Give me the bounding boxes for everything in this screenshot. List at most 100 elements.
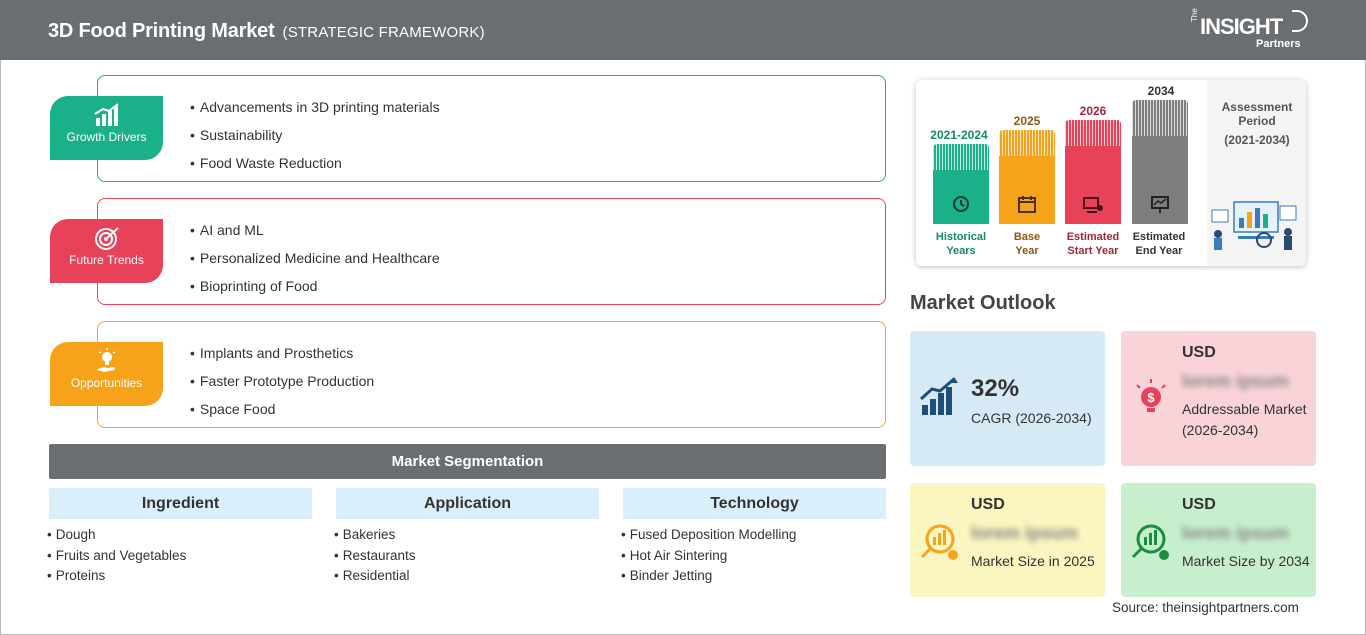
list-item: Proteins bbox=[47, 566, 186, 587]
lightbulb-hand-icon bbox=[96, 348, 115, 372]
cagr-value: 32% bbox=[971, 375, 1020, 402]
year-bar-start bbox=[1065, 120, 1121, 224]
future-trends-list: AI and ML Personalized Medicine and Heal… bbox=[190, 216, 440, 300]
list-item: Binder Jetting bbox=[621, 566, 796, 587]
presentation-chart-icon bbox=[1151, 196, 1169, 213]
segment-heading-application: Application bbox=[336, 488, 599, 519]
year-label-historical: 2021-2024 bbox=[930, 128, 988, 142]
cagr-label: CAGR (2026-2034) bbox=[971, 410, 1092, 426]
future-trends-badge: Future Trends bbox=[50, 219, 163, 283]
obscured-value: lorem ipsum bbox=[1182, 523, 1290, 543]
insight-partners-logo: The INSIGHT Partners bbox=[1190, 8, 1310, 54]
segment-list-ingredient: Dough Fruits and Vegetables Proteins bbox=[47, 525, 187, 587]
analytics-people-illustration bbox=[1211, 201, 1297, 250]
caption-line: Historical bbox=[935, 231, 987, 243]
year-label-base: 2025 bbox=[1013, 114, 1041, 128]
history-clock-icon bbox=[953, 196, 969, 212]
list-item: Food Waste Reduction bbox=[190, 149, 440, 177]
assessment-period-title: Assessment Period bbox=[1221, 100, 1293, 128]
coin-chart-icon bbox=[1131, 524, 1169, 560]
logo-arc bbox=[1292, 10, 1308, 32]
opportunities-badge: Opportunities bbox=[50, 342, 163, 406]
badge-label: Opportunities bbox=[70, 376, 143, 390]
caption-line: Estimated bbox=[1066, 231, 1120, 243]
badge-label: Growth Drivers bbox=[66, 130, 147, 144]
target-icon bbox=[94, 227, 119, 250]
obscured-value: lorem ipsum bbox=[971, 523, 1079, 543]
list-item: Faster Prototype Production bbox=[190, 367, 374, 395]
segment-heading-technology: Technology bbox=[623, 488, 886, 519]
list-item: AI and ML bbox=[190, 216, 440, 244]
card-description: Addressable Market (2026-2034) bbox=[1182, 401, 1307, 438]
page-title: 3D Food Printing Market (STRATEGIC FRAMEW… bbox=[48, 20, 485, 43]
cagr-card: 32% CAGR (2026-2034) bbox=[910, 331, 1105, 466]
currency-label: USD bbox=[971, 496, 1005, 513]
page-title-text: 3D Food Printing Market bbox=[48, 20, 275, 42]
future-trends-box: AI and ML Personalized Medicine and Heal… bbox=[97, 198, 886, 305]
svg-text:$: $ bbox=[1147, 390, 1155, 405]
growth-drivers-list: Advancements in 3D printing materials Su… bbox=[190, 93, 440, 177]
caption-line: Start Year bbox=[1067, 245, 1119, 257]
caption-line: Years bbox=[946, 245, 976, 257]
bar-stripes bbox=[1132, 100, 1188, 136]
logo-sub: Partners bbox=[1256, 38, 1301, 50]
segment-list-technology: Fused Deposition Modelling Hot Air Sinte… bbox=[621, 525, 797, 587]
list-item: Sustainability bbox=[190, 121, 440, 149]
year-bar-end bbox=[1132, 100, 1188, 224]
assessment-period-range: (2021-2034) bbox=[1224, 133, 1290, 147]
list-item: Advancements in 3D printing materials bbox=[190, 93, 440, 121]
bar-stripes bbox=[933, 144, 989, 170]
year-label-end: 2034 bbox=[1147, 84, 1175, 98]
currency-label: USD bbox=[1182, 496, 1216, 513]
addressable-market-card: $ USD lorem ipsum Addressable Market (20… bbox=[1121, 331, 1316, 466]
growth-drivers-badge: Growth Drivers bbox=[50, 96, 163, 160]
logo-the: The bbox=[1190, 8, 1199, 22]
source-credit: Source: theinsightpartners.com bbox=[1112, 600, 1299, 615]
segment-list-application: Bakeries Restaurants Residential bbox=[334, 525, 416, 587]
obscured-value: lorem ipsum bbox=[1182, 371, 1290, 391]
calendar-icon bbox=[1018, 196, 1036, 213]
opportunities-list: Implants and Prosthetics Faster Prototyp… bbox=[190, 339, 374, 423]
header-bar: 3D Food Printing Market (STRATEGIC FRAMEW… bbox=[0, 0, 1366, 60]
currency-label: USD bbox=[1182, 344, 1216, 361]
list-item: Space Food bbox=[190, 395, 374, 423]
growth-chart-icon bbox=[93, 103, 119, 126]
segment-heading-ingredient: Ingredient bbox=[49, 488, 312, 519]
caption-line: End Year bbox=[1135, 245, 1183, 257]
list-item: Hot Air Sintering bbox=[621, 546, 796, 567]
idea-dollar-icon: $ bbox=[1136, 379, 1166, 412]
bar-stripes bbox=[1065, 120, 1121, 146]
list-item: Fused Deposition Modelling bbox=[621, 525, 797, 546]
year-bar-base bbox=[999, 130, 1055, 224]
list-item: Implants and Prosthetics bbox=[190, 339, 374, 367]
list-item: Bakeries bbox=[334, 525, 416, 546]
list-item: Bioprinting of Food bbox=[190, 272, 440, 300]
list-item: Dough bbox=[47, 525, 186, 546]
year-bar-historical bbox=[933, 144, 989, 224]
caption-line: Base bbox=[1013, 231, 1041, 243]
list-item: Personalized Medicine and Healthcare bbox=[190, 244, 440, 272]
card-description: Market Size by 2034 bbox=[1182, 553, 1310, 569]
caption-line: Estimated bbox=[1132, 231, 1186, 243]
market-size-2025-card: USD lorem ipsum Market Size in 2025 bbox=[910, 483, 1105, 597]
growth-drivers-box: Advancements in 3D printing materials Su… bbox=[97, 75, 886, 182]
market-size-2034-card: USD lorem ipsum Market Size by 2034 bbox=[1121, 483, 1316, 597]
list-item: Residential bbox=[334, 566, 416, 587]
growth-bars-icon bbox=[919, 377, 958, 415]
caption-line: Year bbox=[1015, 245, 1039, 257]
year-label-start: 2026 bbox=[1079, 104, 1107, 118]
bar-stripes bbox=[999, 130, 1055, 156]
segmentation-title: Market Segmentation bbox=[49, 444, 886, 479]
logo-main: INSIGHT bbox=[1200, 14, 1283, 39]
market-outlook-title: Market Outlook bbox=[910, 292, 1056, 314]
planning-board-icon bbox=[1083, 197, 1103, 213]
coin-chart-icon bbox=[920, 524, 958, 560]
card-description: Market Size in 2025 bbox=[971, 553, 1095, 569]
opportunities-box: Implants and Prosthetics Faster Prototyp… bbox=[97, 321, 886, 428]
page-subtitle: (STRATEGIC FRAMEWORK) bbox=[282, 24, 485, 41]
list-item: Restaurants bbox=[334, 546, 416, 567]
